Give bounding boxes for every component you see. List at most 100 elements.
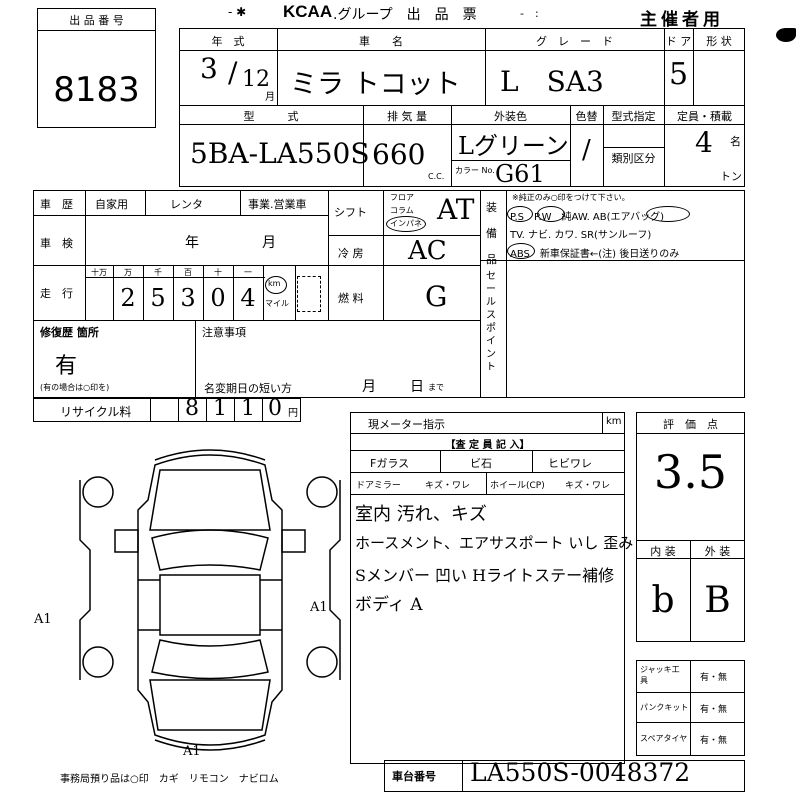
spare-option: 有・無 [700, 736, 728, 746]
equipment-row3: ABS 新車保証書←(注) 後日送りのみ [510, 249, 680, 260]
lot-number-box [37, 8, 156, 128]
recycle-digit-3: 1 [241, 396, 255, 421]
lot-number-label: 出 品 番 号 [69, 14, 124, 27]
header-marks: - ✱ [228, 5, 247, 19]
puncture-label: パンクキット [640, 703, 689, 712]
spare-label: スペアタイヤ [640, 734, 688, 743]
pw-circle [537, 206, 565, 222]
recycle-digit-4: 0 [268, 396, 282, 421]
caution-label: 注意事項 [202, 326, 246, 339]
digit-header-100k: 十万 [91, 268, 107, 277]
inspection-year: 年 [185, 235, 199, 251]
meter-unit: km [606, 416, 622, 427]
wheel-options: キズ・ワレ [565, 481, 611, 491]
grade-score: 3.5 [653, 445, 728, 499]
recycle-row [33, 398, 301, 422]
meter-label: 現メーター指示 [368, 418, 445, 431]
grade-label: グ レ ー ド [536, 35, 613, 48]
history-private[interactable]: 自家用 [95, 198, 128, 211]
exterior-label: 外 装 [704, 545, 731, 558]
mileage-dashed-box [297, 276, 321, 312]
recycle-digit-2: 1 [213, 396, 227, 421]
equipment-row2: TV. ナビ. カワ. SR(サンルーフ) [510, 230, 652, 241]
lot-number: 8183 [53, 70, 140, 110]
capacity-value: 4 [695, 126, 713, 159]
repair-label: 修復歴 箇所 [40, 326, 99, 339]
color-label: 外装色 [494, 110, 527, 123]
color-code: G61 [495, 160, 545, 188]
equipment-row1: P.S P.W 純AW. AB(エアバッグ) [510, 212, 665, 223]
name-change-until: まで [428, 383, 444, 392]
inspection-month: 月 [262, 235, 276, 251]
mileage-label: 走 行 [40, 287, 73, 300]
chassis-label: 車台番号 [392, 770, 436, 783]
name-change-day: 日 [410, 379, 424, 395]
shift-label: シフト [334, 206, 367, 219]
model-code: 5BA-LA550S [190, 137, 370, 170]
chassis-number: LA550S-0048372 [470, 758, 691, 787]
interior-grade: b [651, 580, 675, 621]
doors-label: ド ア [665, 35, 692, 48]
name-change-label: 名変期日の短い方 [204, 382, 292, 395]
jack-option: 有・無 [700, 673, 728, 683]
digit-header-10k: 万 [124, 268, 132, 277]
history-rental[interactable]: レンタ [170, 198, 203, 211]
damage-mark-right: A1 [310, 600, 328, 615]
load-unit: トン [720, 170, 742, 183]
digit-header-10: 十 [214, 268, 222, 277]
fuel-value: G [425, 280, 448, 313]
classification-label: 類別区分 [611, 152, 656, 165]
organizer-label: 主催者用 [640, 10, 724, 30]
inspector-note-2: ホースメント、エアサスポート いし 歪み [355, 534, 634, 552]
glass-label: Fガラス [370, 457, 410, 470]
km-circle [265, 276, 287, 294]
exterior-grade: B [704, 580, 731, 621]
km-unit: km [268, 279, 281, 288]
color-no-label: カラー No. [455, 166, 495, 175]
month-unit: 月 [265, 92, 275, 103]
mileage-digit-10k: 2 [120, 284, 136, 312]
airbag-circle [646, 206, 690, 222]
mile-unit: マイル [265, 299, 289, 308]
corner-mark [776, 28, 796, 42]
form-title: .グループ 出 品 票 [333, 7, 477, 23]
displacement-label: 排 気 量 [387, 110, 427, 123]
name-change-month: 月 [362, 379, 376, 395]
jack-label: ジャッキ工 具 [640, 665, 688, 685]
ac-value: AC [408, 236, 447, 266]
shift-panel-circle [386, 216, 426, 232]
custody-note: 事務局預り品は○印 カギ リモコン ナビロム [60, 774, 279, 785]
mirror-label: ドアミラー [356, 481, 401, 491]
doors-value: 5 [668, 57, 689, 92]
shift-floor[interactable]: フロア [390, 193, 414, 202]
repair-value: 有 [55, 354, 78, 379]
cc-unit: C.C. [428, 172, 445, 181]
color-value: Lグリーン [458, 132, 569, 160]
inspector-note-1: 室内 汚れ、キズ [355, 504, 487, 525]
mirror-options: キズ・ワレ [425, 481, 471, 491]
grade-value: L SA3 [500, 65, 604, 98]
recycle-label: リサイクル料 [60, 405, 132, 419]
mileage-digit-1k: 5 [150, 284, 166, 312]
color-change-slash: / [582, 135, 591, 165]
model-label: 型 式 [243, 110, 299, 123]
mileage-digit-100: 3 [180, 284, 196, 312]
grade-label: 評 価 点 [663, 418, 718, 431]
kcaa-logo: KCAA [283, 2, 333, 21]
inspection-label: 車 検 [40, 237, 73, 250]
year-slash: / [228, 56, 238, 89]
chassis-box [384, 760, 745, 792]
inspector-header: 【査 定 員 記 入】 [445, 440, 530, 451]
recycle-unit: 円 [288, 408, 298, 419]
interior-label: 内 装 [650, 545, 676, 558]
shift-column[interactable]: コラム [390, 206, 414, 215]
digit-header-100: 百 [184, 268, 192, 277]
name-label: 車 名 [359, 35, 403, 48]
month-value: 12 [242, 67, 270, 92]
history-commercial[interactable]: 事業.営業車 [248, 198, 307, 211]
abs-circle [507, 243, 535, 259]
vehicle-info-table [179, 28, 745, 187]
digit-header-1k: 千 [154, 268, 162, 277]
model-designation-label: 型式指定 [611, 110, 656, 123]
recycle-digit-1: 8 [185, 396, 199, 421]
